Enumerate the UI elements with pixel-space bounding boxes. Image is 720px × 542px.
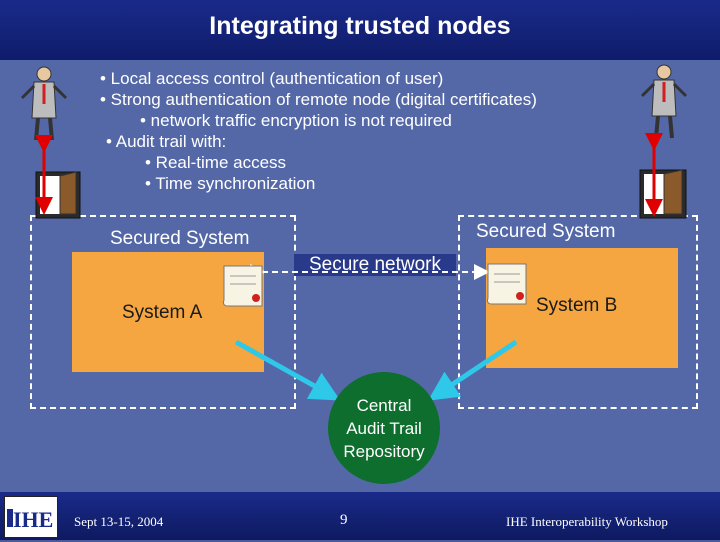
title-bar: [0, 0, 720, 60]
bullet-item: • Time synchronization: [145, 174, 316, 193]
footer-bar: [0, 492, 720, 540]
certificate-right-icon: [487, 263, 527, 305]
left-secured-label: Secured System: [110, 228, 250, 249]
user-left-icon: [20, 66, 68, 141]
user-right-icon: [640, 64, 688, 139]
ihe-logo-icon: IHE: [7, 505, 55, 532]
right-secured-label: Secured System: [476, 221, 616, 242]
ihe-logo: IHE: [4, 496, 58, 538]
bullet-item: • network traffic encryption is not requ…: [140, 111, 452, 130]
repository-line-2: Audit Trail: [346, 418, 422, 438]
repository-line-3: Repository: [343, 441, 425, 461]
footer-event: IHE Interoperability Workshop: [506, 514, 668, 529]
bullet-item: • Strong authentication of remote node (…: [100, 90, 537, 109]
system-a-label: System A: [122, 302, 203, 323]
right-secured-boundary: [458, 215, 698, 409]
bullet-item: • Local access control (authentication o…: [100, 69, 444, 88]
bullet-list: • Local access control (authentication o…: [100, 68, 537, 194]
footer-date: Sept 13-15, 2004: [74, 514, 164, 529]
logo-text: IHE: [13, 507, 53, 532]
system-b-label: System B: [536, 295, 618, 316]
left-secured-boundary: [30, 215, 296, 409]
slide-title: Integrating trusted nodes: [209, 12, 511, 40]
door-right-icon: [639, 169, 687, 219]
footer-page-number: 9: [340, 512, 348, 528]
bullet-item: • Real-time access: [145, 153, 287, 172]
certificate-left-icon: [223, 265, 263, 307]
audit-arrow-right: [427, 339, 518, 401]
audit-repository: Central Audit Trail Repository: [328, 372, 440, 484]
audit-arrow-left: [234, 339, 341, 401]
bullet-item: • Audit trail with:: [106, 132, 227, 151]
repository-line-1: Central: [356, 395, 412, 415]
